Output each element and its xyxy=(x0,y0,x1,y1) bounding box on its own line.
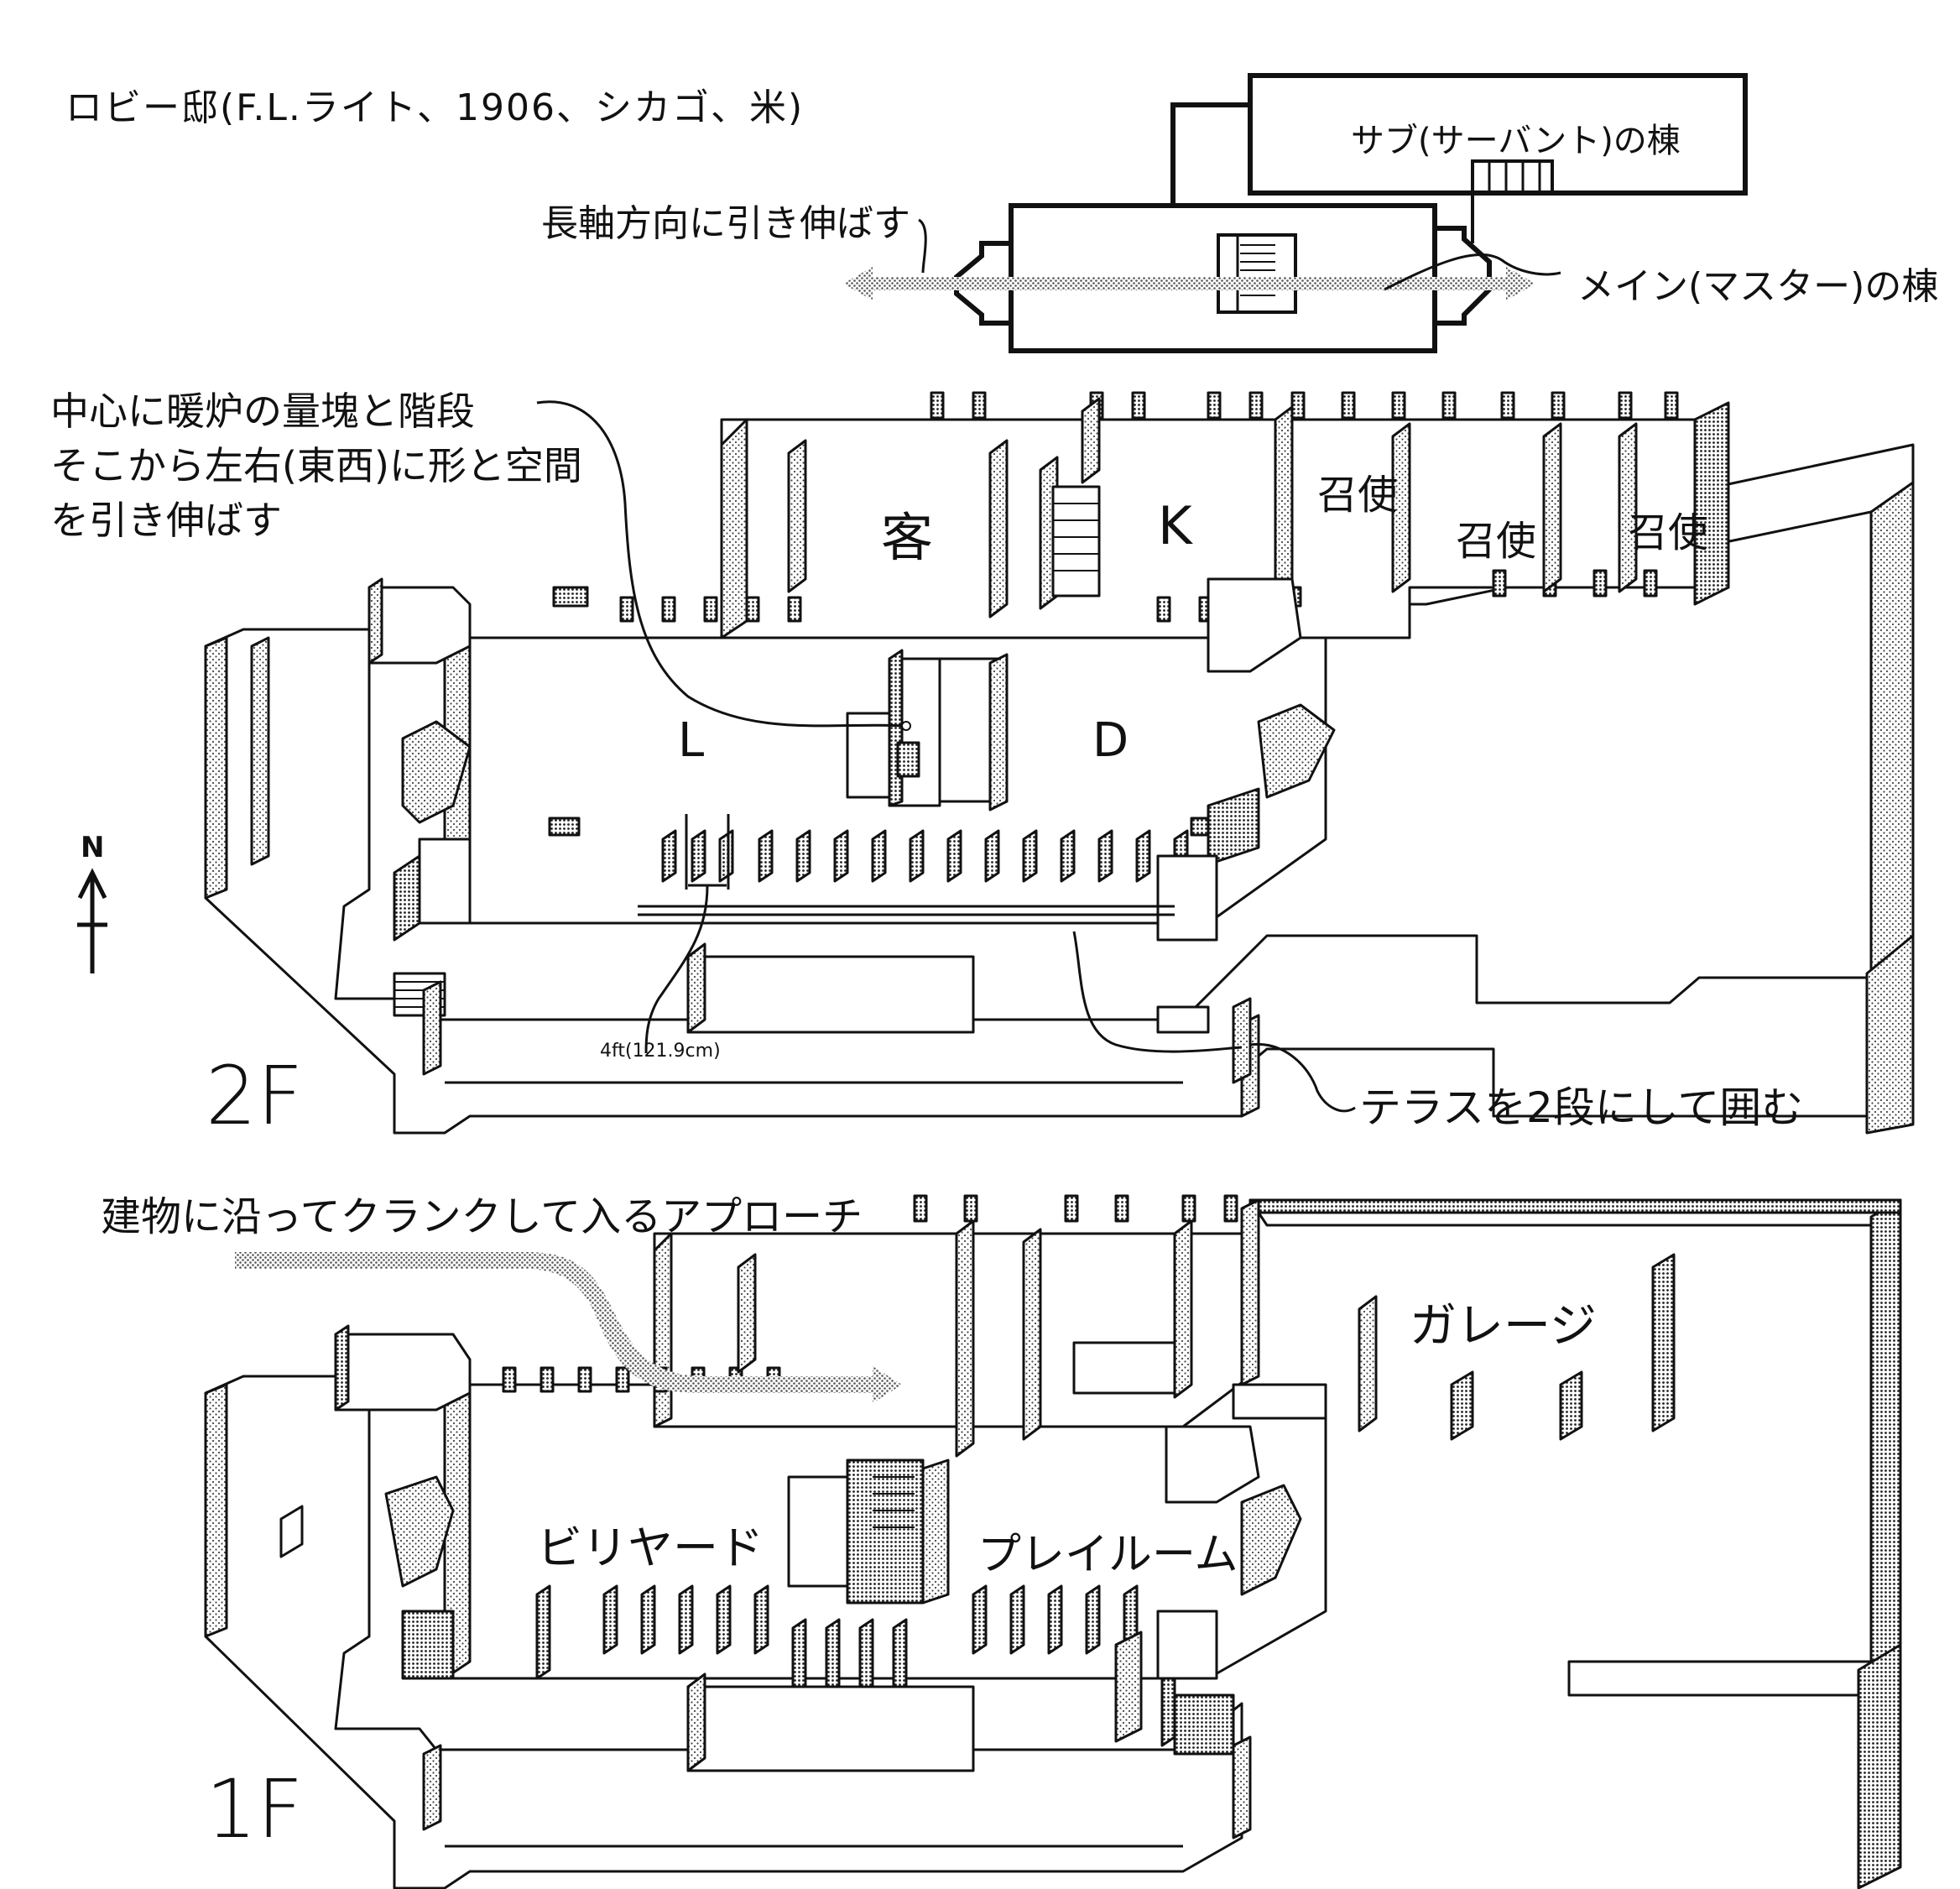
axis-note: 長軸方向に引き伸ばす xyxy=(541,202,910,245)
kitchen-stair xyxy=(1051,485,1101,597)
room-living: L xyxy=(678,713,705,768)
hearth-mass xyxy=(846,649,1009,811)
hearth-note-line1: 中心に暖炉の量塊と階段 xyxy=(50,389,475,434)
room-servant-2: 召使 xyxy=(1456,518,1537,565)
north-label: N xyxy=(81,831,105,864)
central-stair-1f xyxy=(787,1458,950,1605)
hearth-leader xyxy=(536,400,907,728)
sub-wing-label: サブ(サーバント)の棟 xyxy=(1351,122,1681,160)
floor2-plan xyxy=(204,391,1915,1135)
room-playroom: プレイルーム xyxy=(977,1530,1238,1580)
west-bay-2f xyxy=(368,577,472,1017)
module-dimension-label: 4ft(121.9cm) xyxy=(600,1041,721,1062)
main-wing-leader xyxy=(1384,253,1561,291)
north-arrow xyxy=(77,868,107,973)
room-guest: 客 xyxy=(881,507,934,568)
room-dining: D xyxy=(1092,713,1129,768)
room-garage: ガレージ xyxy=(1410,1299,1597,1354)
room-billiard: ビリヤード xyxy=(537,1521,764,1574)
room-servant-3: 召使 xyxy=(1628,509,1709,556)
room-servant-1: 召使 xyxy=(1317,472,1399,519)
sub-wing-box xyxy=(1248,73,1748,196)
terrace-note: テラスを2段にして囲む xyxy=(1359,1083,1804,1132)
page-title: ロビー邸(F.L.ライト、1906、シカゴ、米) xyxy=(65,86,805,129)
room-kitchen: K xyxy=(1158,495,1192,556)
floor1-plan xyxy=(204,1194,1902,1889)
module-dimension xyxy=(644,814,730,1054)
west-bay-1f xyxy=(279,1324,472,1680)
east-bay-1f xyxy=(1114,1425,1302,1756)
terrace-leader xyxy=(1072,931,1243,1053)
guest-room-walls xyxy=(787,397,1101,618)
east-bay-2f xyxy=(1156,577,1336,1118)
hearth-note-line2: そこから左右(東西)に形と空間 xyxy=(50,443,582,488)
hearth-note-line3: を引き伸ばす xyxy=(50,498,282,543)
axis-arrow xyxy=(843,267,1535,300)
approach-note: 建物に沿ってクランクして入るアプローチ xyxy=(101,1193,863,1240)
garage-piers xyxy=(1450,1253,1676,1441)
approach-arrow xyxy=(235,1252,902,1403)
axis-note-leader xyxy=(918,218,927,274)
floor-label-1f: 1F xyxy=(206,1762,304,1856)
main-wing-label: メイン(マスター)の棟 xyxy=(1577,265,1939,308)
floor-label-2f: 2F xyxy=(206,1049,304,1143)
terrace-leader-2 xyxy=(1249,1042,1356,1113)
